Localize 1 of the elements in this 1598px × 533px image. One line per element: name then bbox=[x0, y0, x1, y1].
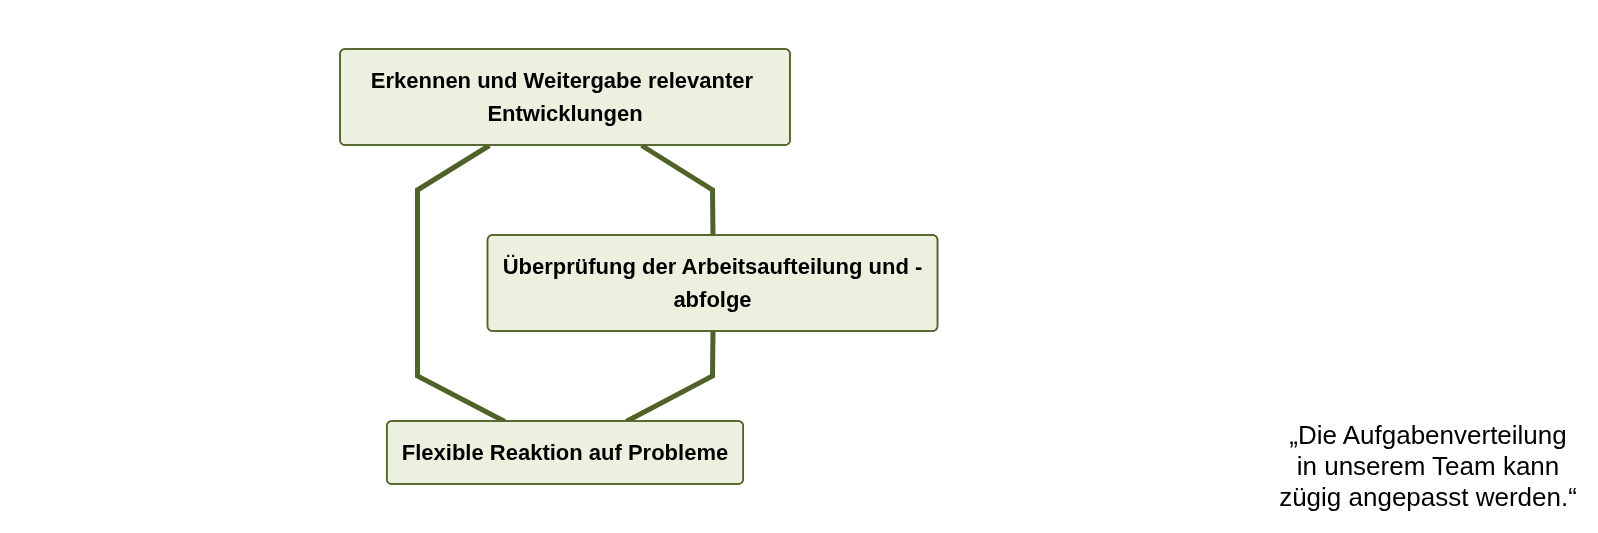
quote-text: „Die Aufgabenverteilung in unserem Team kann zügig angepasst werden.“ bbox=[1278, 420, 1578, 513]
